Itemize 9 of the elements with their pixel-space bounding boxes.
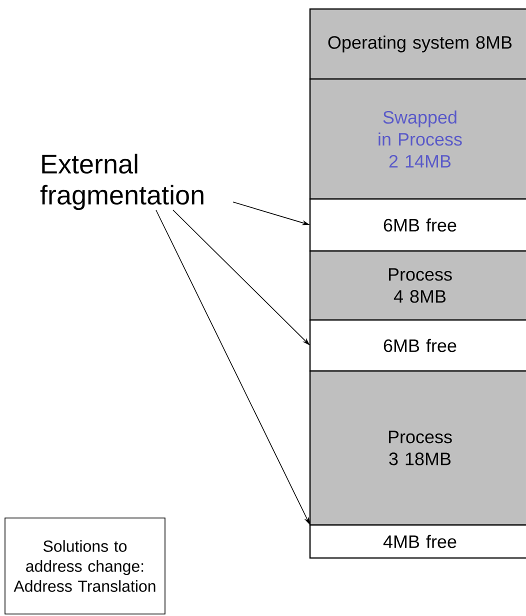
memory-block: Operating system 8MB: [309, 8, 526, 80]
memory-block: Process 3 18MB: [309, 370, 526, 526]
free-block: 4MB free: [309, 524, 526, 559]
callout-text: External fragmentation: [40, 154, 204, 210]
memory-block: Process 4 8MB: [309, 250, 526, 321]
memory-block: Swapped in Process 2 14MB: [309, 78, 526, 200]
free-block: 6MB free: [309, 319, 526, 372]
free-block: 6MB free: [309, 198, 526, 252]
note-box: Solutions to address change: Address Translation: [4, 518, 166, 614]
